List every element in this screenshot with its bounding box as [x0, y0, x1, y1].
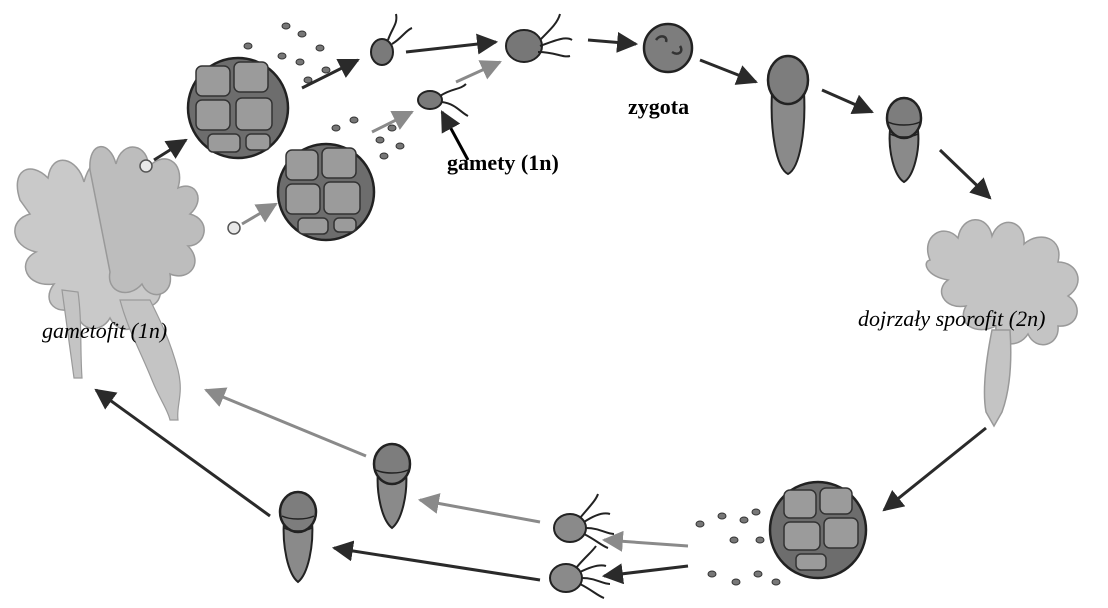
gametophyte-thallus-icon [15, 147, 240, 420]
arrow-thallus-to-gametangium-lower [242, 204, 276, 224]
gametangium-lower-icon [278, 144, 374, 240]
sporangium-icon [770, 482, 866, 578]
arrow-spores-to-zoospore-upper [604, 540, 688, 546]
arrow-to-fusion [406, 42, 496, 52]
germling-upper-icon [374, 444, 410, 528]
zygote-icon [644, 24, 692, 72]
fusing-gametes-icon [506, 14, 572, 62]
arrow-spores-to-zoospore-lower [604, 566, 688, 576]
arrow-sporophyte-to-sporangium [884, 428, 986, 510]
arrow-to-mature-sporophyte [940, 150, 990, 198]
arrow-germling-to-gametophyte-gray [206, 390, 366, 456]
released-spores [696, 509, 780, 585]
growing-sporophyte-icon [887, 98, 921, 182]
arrow-lower-to-fusion [456, 62, 500, 82]
young-sporophyte-icon [768, 56, 808, 174]
zoospore-lower-icon [550, 546, 610, 598]
gametophyte-label: gametofit (1n) [42, 318, 167, 344]
arrow-zygote-to-embryo [700, 60, 756, 82]
germling-lower-icon [280, 492, 316, 582]
arrow-zoospore-to-germling-upper [420, 500, 540, 522]
arrow-thallus-to-gametangium-upper [154, 140, 186, 160]
gametes-label: gamety (1n) [447, 150, 559, 176]
gamete-lower-icon [418, 84, 468, 116]
arrow-embryo-to-embryo [822, 90, 872, 112]
arrow-to-zygote [588, 40, 636, 44]
gametangium-upper-icon [188, 58, 288, 158]
arrow-germling-to-gametophyte-dark [96, 390, 270, 516]
arrow-gametes-upper [302, 60, 358, 88]
arrow-zoospore-to-germling-lower [334, 548, 540, 580]
gamete-upper-icon [371, 14, 412, 65]
zygote-label: zygota [628, 94, 689, 120]
mature-sporophyte-label: dojrzały sporofit (2n) [858, 306, 1045, 332]
